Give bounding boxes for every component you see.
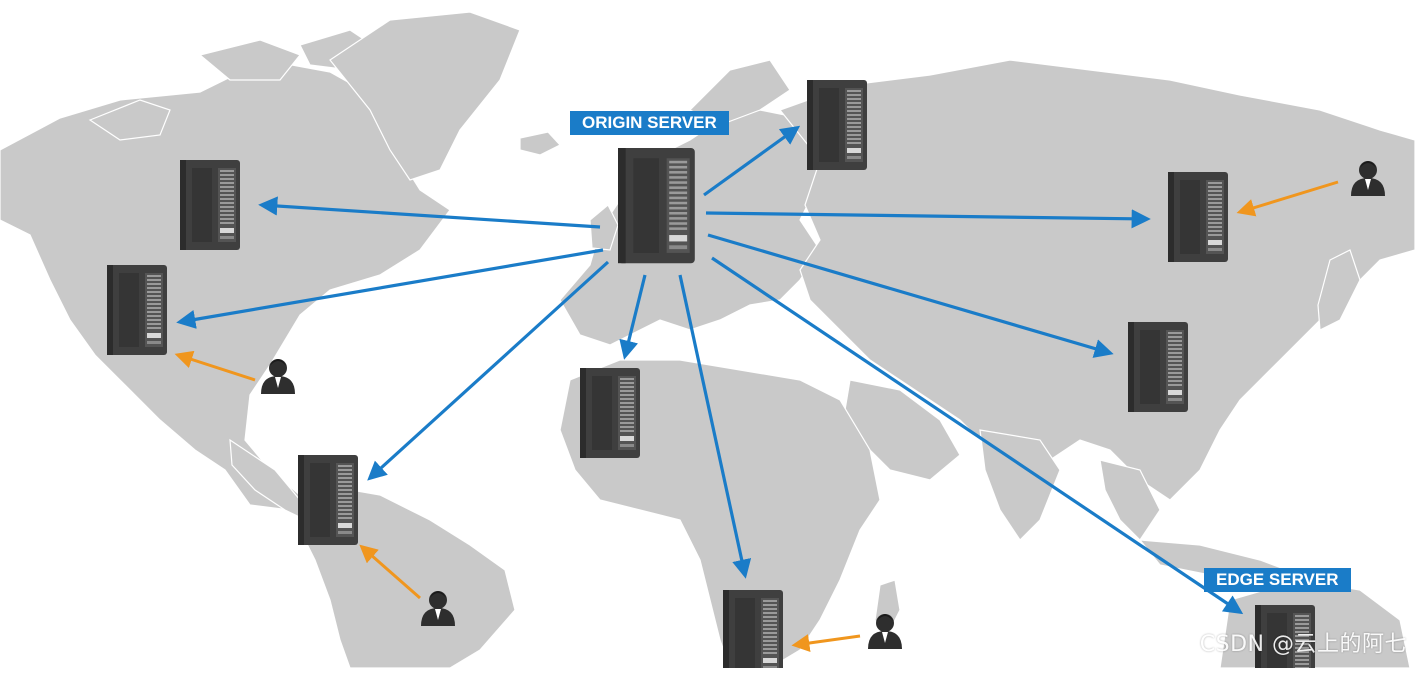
arrow-to-russia-server [703,125,801,197]
origin-server-label: ORIGIN SERVER [570,111,729,135]
user-arrow-usa [174,350,256,382]
arrow-to-china-server [707,233,1114,358]
server-icon [807,80,867,170]
arrow-to-africa-server [619,274,647,360]
arrow-to-australia-server [711,256,1244,615]
arrow-to-southafrica-server [678,274,752,579]
server-icon [1128,322,1188,412]
origin-server-icon [618,148,695,264]
server-icon [723,590,783,673]
origin-to-edge-arrows [176,125,1244,615]
user-arrow-southafrica [791,634,861,652]
arrow-to-southamerica-server [367,260,610,481]
arrow-to-siberia-server [705,209,1151,229]
user-icon [868,614,902,649]
user-arrow-southamerica [359,544,421,600]
user-arrow-siberia [1236,180,1339,217]
server-icon [180,160,240,250]
watermark: CSDN @云上的阿七 [1199,632,1407,657]
server-icon [1168,172,1228,262]
arrow-to-canada-server [258,196,601,229]
server-icon [107,265,167,355]
user-to-edge-arrows [174,180,1339,652]
server-icon [580,368,640,458]
server-icon [298,455,358,545]
arrow-to-usa-server [176,248,604,329]
edge-server-label: EDGE SERVER [1204,568,1351,592]
